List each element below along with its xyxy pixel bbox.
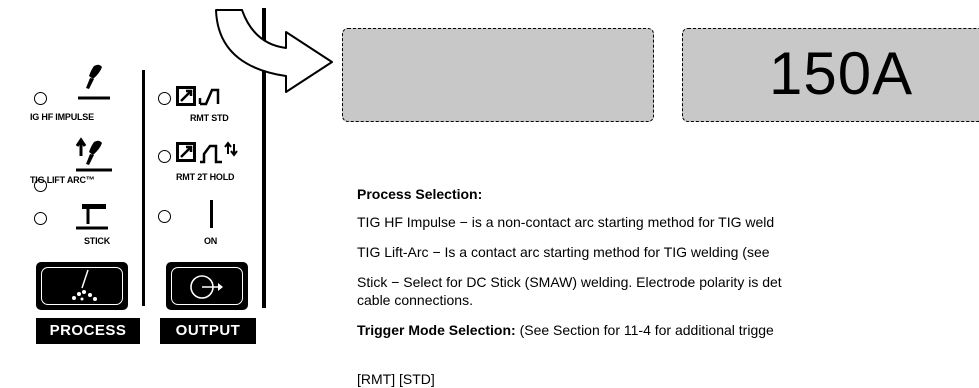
text-line-cable: cable connections. (357, 292, 473, 308)
led-output-on (158, 210, 171, 223)
right-display: 150A (682, 28, 979, 122)
text-line-stick: Stick − Select for DC Stick (SMAW) weldi… (357, 274, 782, 290)
rmt-2t-hold-icon (176, 141, 238, 164)
stick-electrode-icon (76, 204, 108, 230)
rmt-std-icon (176, 86, 220, 106)
panel-divider-left (142, 70, 145, 306)
process-label-lift-arc: TIG LIFT ARC™ (30, 174, 95, 186)
process-bar: PROCESS (36, 318, 140, 344)
text-line-lift-arc: TIG Lift-Arc − Is a contact arc starting… (357, 244, 770, 260)
text-line-hf-impulse: TIG HF Impulse − is a non-contact arc st… (357, 214, 775, 230)
led-tig-hf-impulse (34, 92, 47, 105)
output-label-rmt-2t-hold: RMT 2T HOLD (176, 171, 235, 183)
trigger-mode-line: Trigger Mode Selection: (See Section for… (357, 322, 774, 339)
process-selection-heading: Process Selection: (357, 186, 483, 202)
process-select-button[interactable] (36, 262, 128, 310)
led-stick (34, 212, 47, 225)
output-select-button[interactable] (166, 262, 248, 310)
right-display-value: 150A (769, 40, 914, 107)
panel-divider-right (262, 8, 266, 308)
text-line-rmt-std: [RMT] [STD] (357, 371, 435, 387)
output-bar: OUTPUT (160, 318, 256, 344)
trigger-mode-text: (See Section for 11-4 for additional tri… (515, 322, 774, 338)
process-select-icon (72, 269, 97, 301)
led-tig-lift-arc (34, 179, 47, 192)
process-label-hf-impulse: IG HF IMPULSE (30, 111, 94, 123)
led-rmt-std (158, 92, 171, 105)
led-rmt-2t-hold (158, 150, 171, 163)
output-on-icon (210, 200, 213, 228)
output-label-rmt-std: RMT STD (190, 112, 229, 124)
tig-torch-icon (78, 64, 110, 100)
output-label-on: ON (204, 235, 218, 247)
left-display (342, 28, 654, 122)
trigger-mode-heading: Trigger Mode Selection: (357, 322, 516, 338)
process-label-stick: STICK (84, 235, 111, 247)
callout-arrow-icon (215, 9, 333, 93)
lift-arc-torch-icon (75, 137, 112, 172)
output-select-icon (190, 275, 223, 299)
